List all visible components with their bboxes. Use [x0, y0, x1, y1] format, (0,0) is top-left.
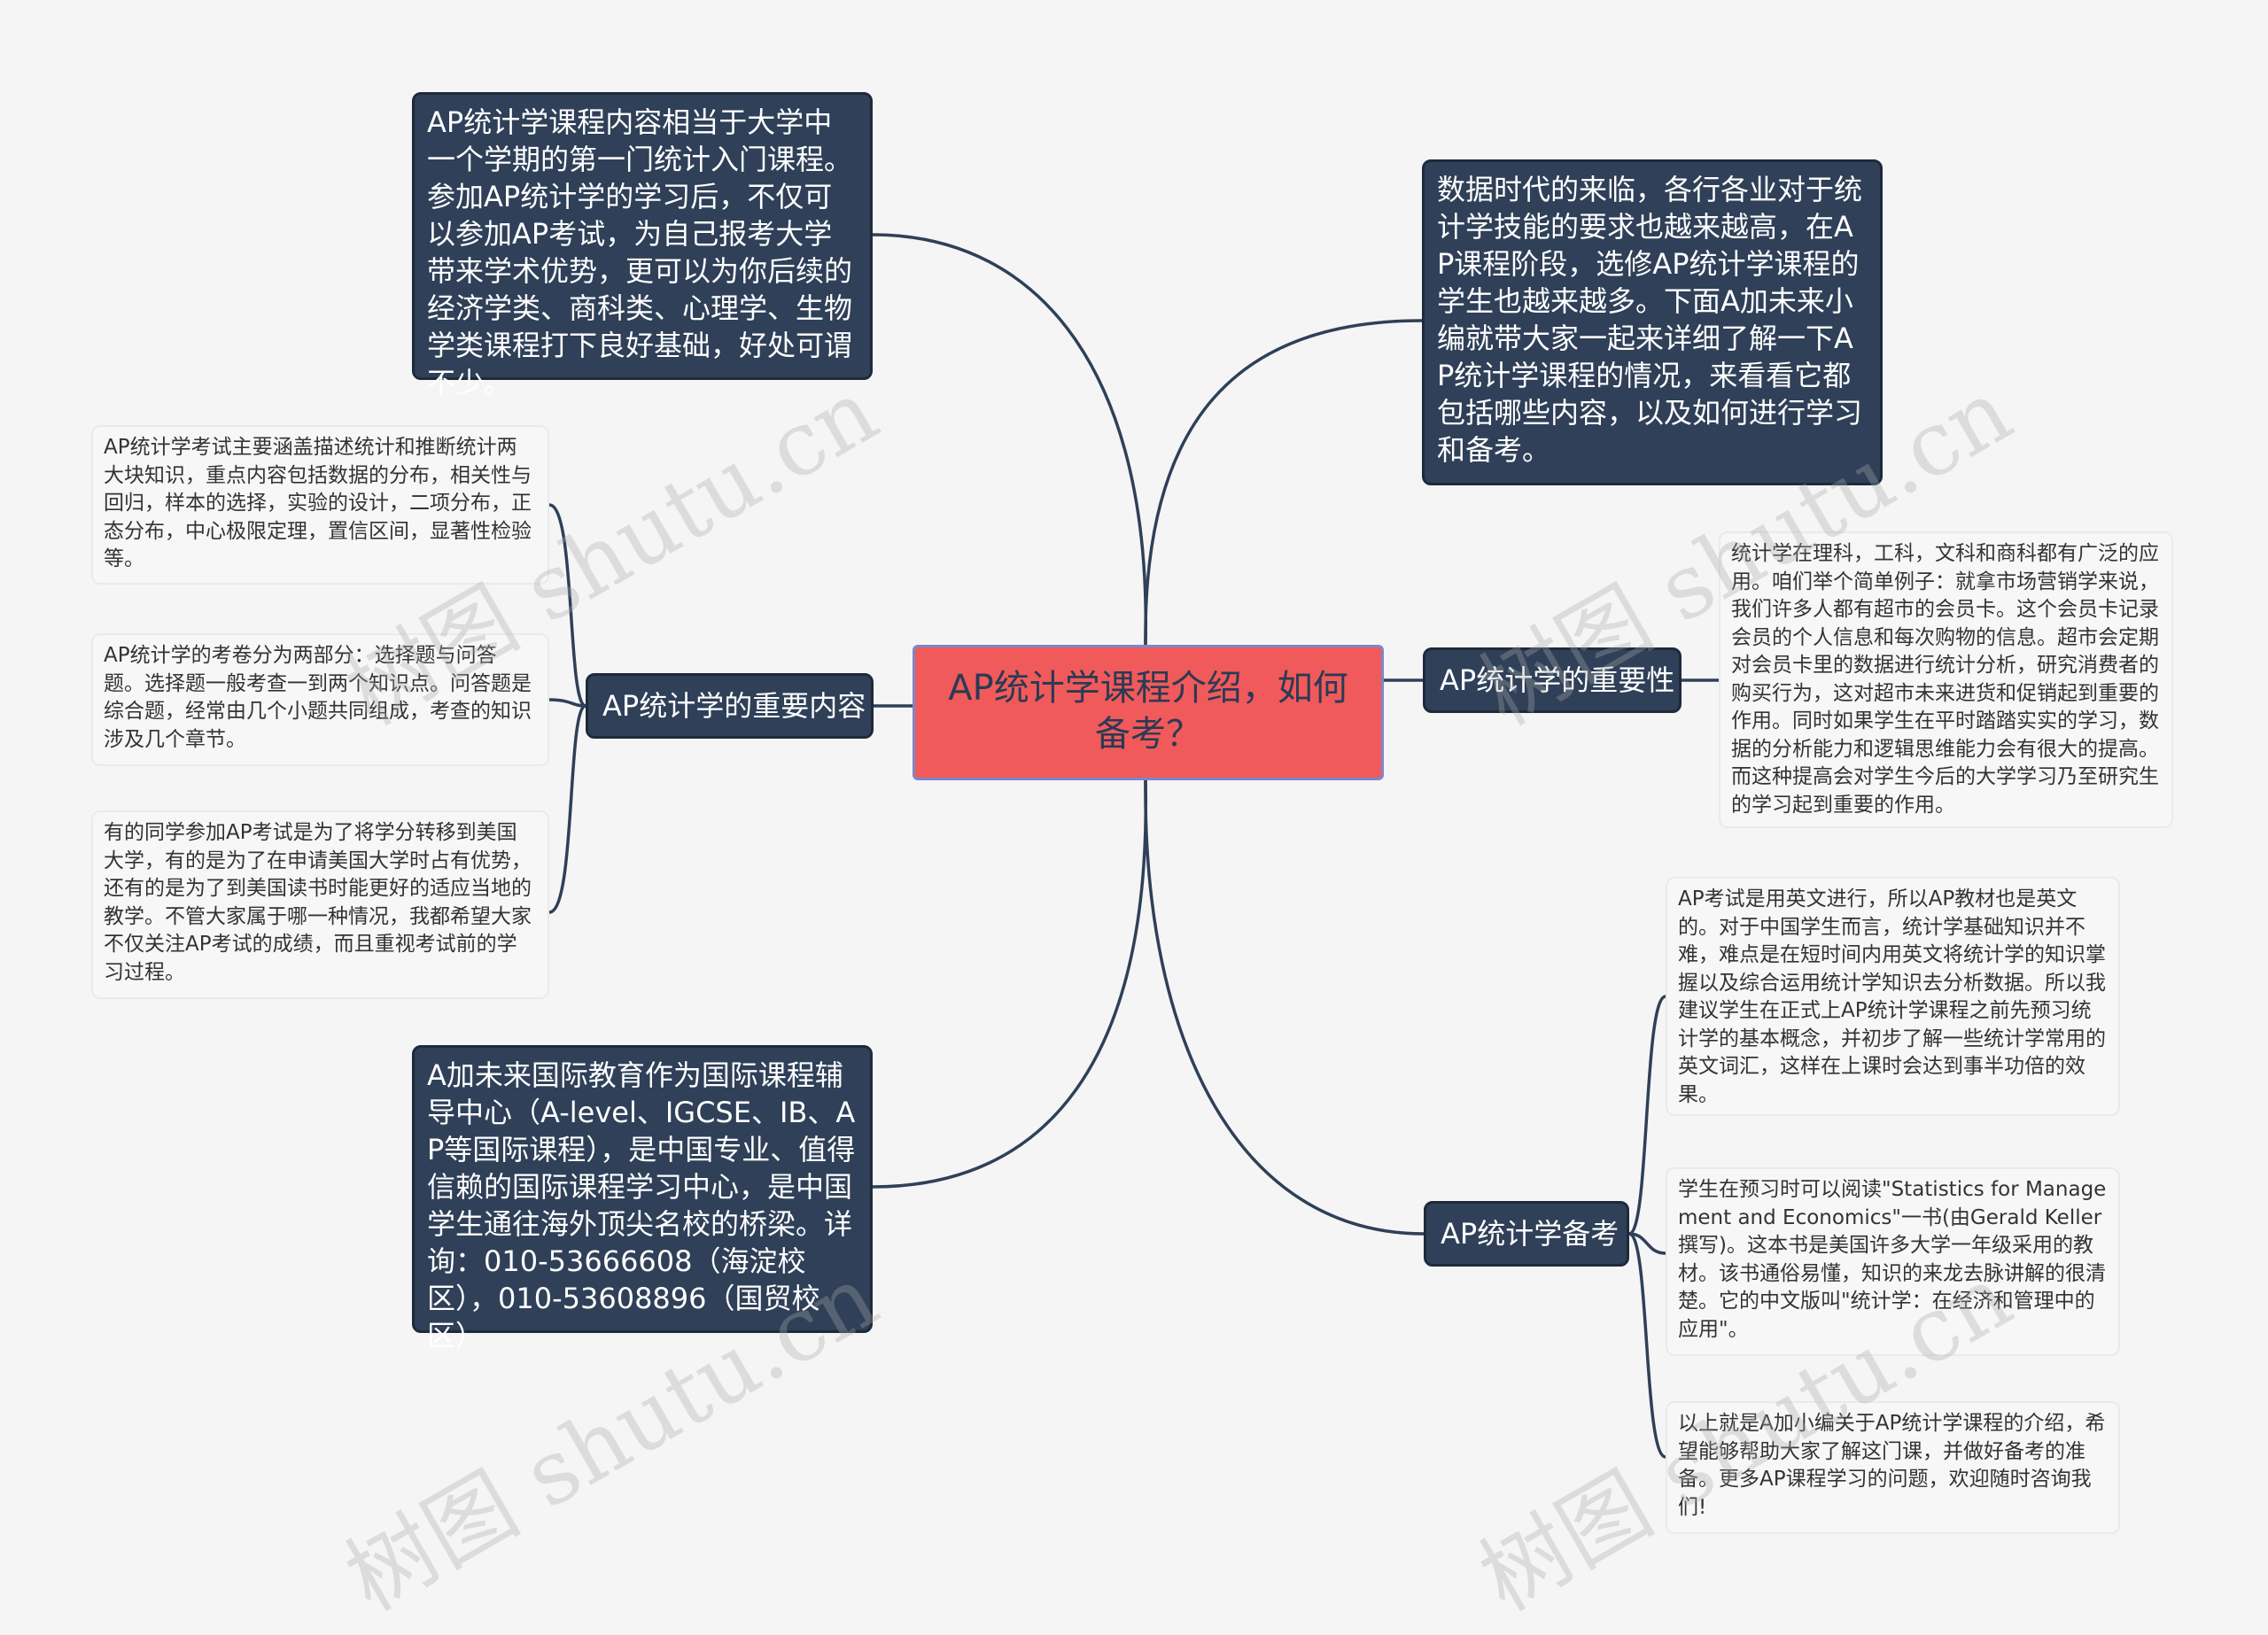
connector-content-leaf-1 — [548, 503, 587, 708]
intro-text: AP统计学课程内容相当于大学中一个学期的第一门统计入门课程。参加AP统计学的学习… — [427, 105, 853, 399]
contact-text: A加未来国际教育作为国际课程辅导中心（A-level、IGCSE、IB、AP等国… — [427, 1058, 856, 1352]
content-leaf-3[interactable]: 有的同学参加AP考试是为了将学分转移到美国大学，有的是为了在申请美国大学时占有优… — [91, 810, 549, 999]
content-leaf-2[interactable]: AP统计学的考卷分为两部分：选择题与问答题。选择题一般考查一到两个知识点。问答题… — [91, 633, 549, 766]
prep-leaf-3-text: 以上就是A加小编关于AP统计学课程的介绍，希望能够帮助大家了解这门课，并做好备考… — [1678, 1412, 2106, 1519]
connector-data-era — [1144, 319, 1424, 647]
prep-leaf-2[interactable]: 学生在预习时可以阅读"Statistics for Management and… — [1666, 1167, 2120, 1356]
branch-prep[interactable]: AP统计学备考 — [1424, 1201, 1629, 1267]
connector-contact — [871, 778, 1148, 1189]
connector-content-leaf-2 — [548, 698, 587, 708]
content-leaf-3-text: 有的同学参加AP考试是为了将学分转移到美国大学，有的是为了在申请美国大学时占有优… — [104, 821, 532, 984]
data-era-text: 数据时代的来临，各行各业对于统计学技能的要求也越来越高，在AP课程阶段，选修AP… — [1437, 173, 1863, 467]
contact-node[interactable]: A加未来国际教育作为国际课程辅导中心（A-level、IGCSE、IB、AP等国… — [412, 1045, 873, 1352]
content-leaf-2-text: AP统计学的考卷分为两部分：选择题与问答题。选择题一般考查一到两个知识点。问答题… — [104, 644, 532, 751]
connector-prep — [1144, 778, 1425, 1236]
central-title: AP统计学课程介绍，如何备考？ — [948, 668, 1348, 755]
prep-leaf-3[interactable]: 以上就是A加小编关于AP统计学课程的介绍，希望能够帮助大家了解这门课，并做好备考… — [1666, 1401, 2120, 1534]
branch-content[interactable]: AP统计学的重要内容 — [586, 673, 874, 739]
branch-prep-label: AP统计学备考 — [1441, 1217, 1619, 1251]
prep-leaf-2-text: 学生在预习时可以阅读"Statistics for Management and… — [1678, 1178, 2107, 1341]
connector-intro — [871, 233, 1148, 647]
importance-leaf-1-text: 统计学在理科，工科，文科和商科都有广泛的应用。咱们举个简单例子：就拿市场营销学来… — [1731, 542, 2159, 817]
content-leaf-1[interactable]: AP统计学考试主要涵盖描述统计和推断统计两大块知识，重点内容包括数据的分布，相关… — [91, 425, 549, 585]
connector-prep-leaf-1 — [1627, 995, 1667, 1236]
central-topic[interactable]: AP统计学课程介绍，如何备考？ — [913, 645, 1384, 780]
connector-content-leaf-3 — [548, 704, 587, 914]
data-era-node[interactable]: 数据时代的来临，各行各业对于统计学技能的要求也越来越高，在AP课程阶段，选修AP… — [1422, 159, 1883, 485]
branch-importance[interactable]: AP统计学的重要性 — [1423, 647, 1682, 713]
connector-prep-leaf-2 — [1627, 1232, 1667, 1255]
intro-node[interactable]: AP统计学课程内容相当于大学中一个学期的第一门统计入门课程。参加AP统计学的学习… — [412, 92, 873, 399]
prep-leaf-1[interactable]: AP考试是用英文进行，所以AP教材也是英文的。对于中国学生而言，统计学基础知识并… — [1666, 877, 2120, 1116]
connector-prep-leaf-3 — [1627, 1232, 1667, 1459]
importance-leaf-1[interactable]: 统计学在理科，工科，文科和商科都有广泛的应用。咱们举个简单例子：就拿市场营销学来… — [1719, 531, 2173, 828]
prep-leaf-1-text: AP考试是用英文进行，所以AP教材也是英文的。对于中国学生而言，统计学基础知识并… — [1678, 887, 2106, 1106]
content-leaf-1-text: AP统计学考试主要涵盖描述统计和推断统计两大块知识，重点内容包括数据的分布，相关… — [104, 436, 532, 570]
branch-importance-label: AP统计学的重要性 — [1440, 663, 1675, 697]
branch-content-label: AP统计学的重要内容 — [602, 689, 866, 723]
